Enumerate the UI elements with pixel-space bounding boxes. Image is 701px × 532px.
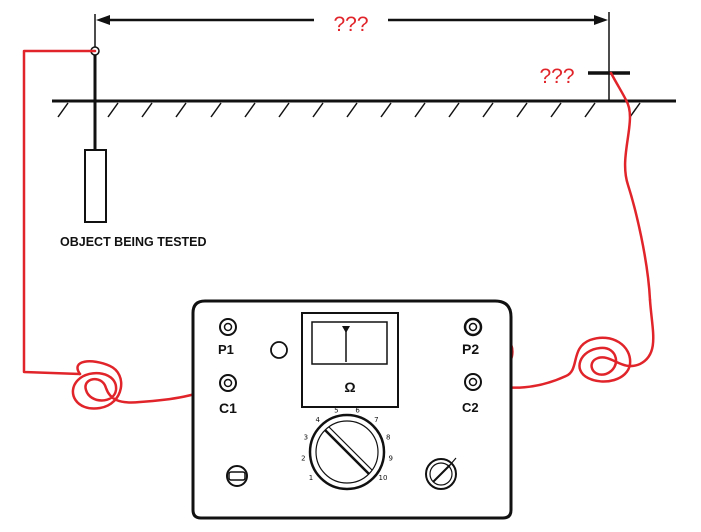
indicator-lamp — [270, 341, 288, 359]
remote-probe-label: ??? — [539, 65, 574, 88]
left-lead-coil — [71, 360, 224, 410]
terminal-p1-label: P1 — [218, 342, 234, 357]
dial-number: 10 — [379, 474, 388, 482]
terminal-p2-label: P2 — [462, 341, 479, 357]
distance-dimension — [94, 12, 610, 100]
left-lead-wire — [22, 49, 97, 376]
earth-tester-instrument: Ω P1 C1 P2 C2 1 — [191, 299, 513, 520]
range-dial[interactable] — [308, 413, 386, 491]
right-lead-wire — [609, 71, 652, 302]
terminal-c2-label: C2 — [462, 400, 479, 415]
dial-number: 8 — [386, 434, 390, 442]
dial-number: 7 — [374, 416, 378, 424]
distance-label: ??? — [333, 13, 368, 36]
terminal-c1[interactable] — [219, 374, 237, 392]
ground-surface — [52, 99, 676, 118]
terminal-c2[interactable] — [464, 373, 482, 391]
dial-number: 3 — [304, 434, 308, 442]
object-electrode — [84, 46, 107, 223]
dial-number: 2 — [301, 455, 305, 463]
dial-number: 1 — [309, 474, 313, 482]
dial-number: 9 — [388, 455, 392, 463]
dial-number: 4 — [315, 416, 320, 424]
meter-unit-label: Ω — [344, 379, 355, 395]
terminal-c1-label: C1 — [219, 400, 237, 416]
test-leads — [22, 49, 655, 410]
adjust-screw-left[interactable] — [226, 465, 248, 487]
dial-scale: 1 2 3 4 5 6 7 8 9 10 — [301, 406, 393, 482]
adjust-knob-right[interactable] — [425, 457, 457, 490]
object-label: OBJECT BEING TESTED — [60, 235, 207, 249]
dial-number: 6 — [355, 406, 360, 414]
dial-number: 5 — [334, 406, 338, 414]
right-lead-coil — [479, 298, 655, 389]
terminal-p2[interactable] — [463, 317, 483, 337]
analog-meter: Ω — [301, 312, 399, 408]
terminal-p1[interactable] — [219, 318, 237, 336]
